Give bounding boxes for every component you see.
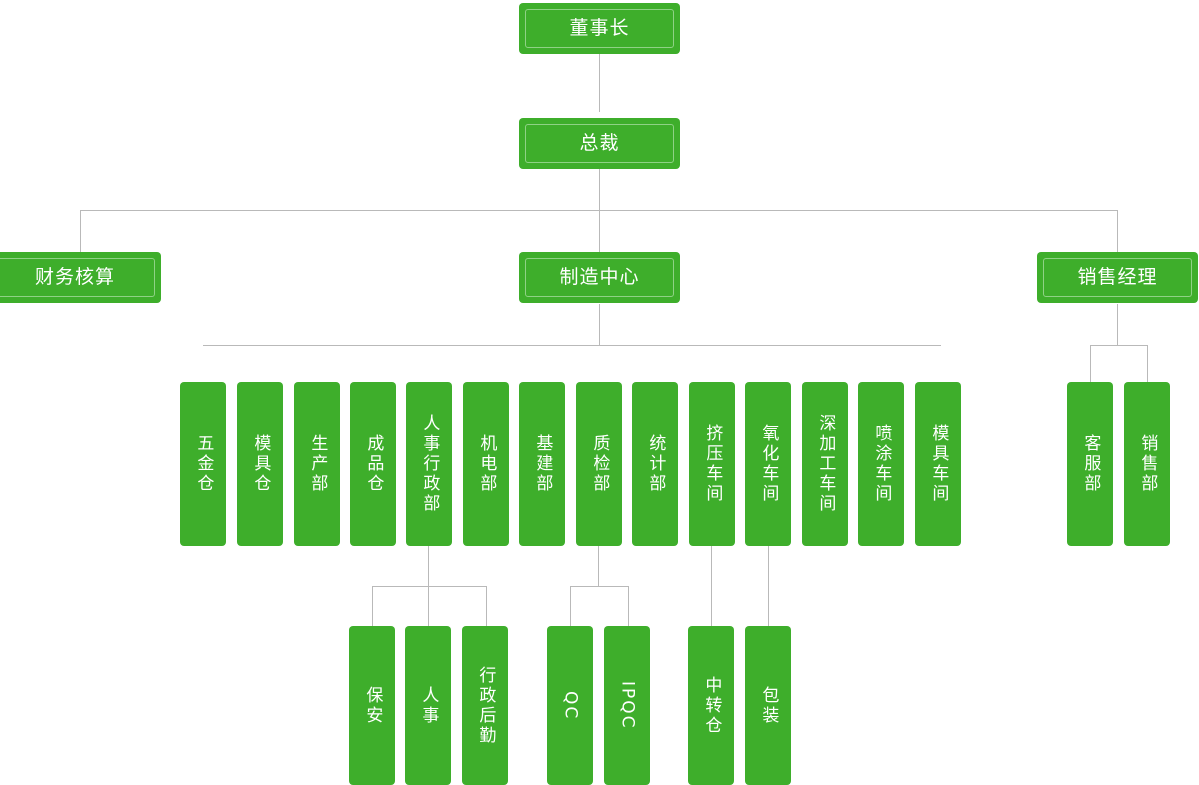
node-quality-dept[interactable]: 质检部: [576, 382, 622, 546]
node-production-dept[interactable]: 生产部: [294, 382, 340, 546]
connector-drop-ipqc: [628, 586, 629, 626]
connector-hr-admin-stem: [428, 546, 429, 586]
node-admin-logistics[interactable]: 行政后勤: [462, 626, 508, 785]
node-construction-dept-label: 基建部: [532, 434, 553, 494]
connector-sales-stem: [1117, 304, 1118, 345]
node-electromech-dept[interactable]: 机电部: [463, 382, 509, 546]
node-personnel-label: 人事: [418, 685, 439, 726]
node-security[interactable]: 保安: [349, 626, 395, 785]
connector-drop-qc: [570, 586, 571, 626]
node-mould-warehouse-label: 模具仓: [250, 434, 271, 494]
node-mould-workshop[interactable]: 模具车间: [915, 382, 961, 546]
node-hardware-warehouse-label: 五金仓: [193, 434, 214, 494]
node-sales-manager[interactable]: 销售经理: [1037, 252, 1198, 303]
node-finished-warehouse-label: 成品仓: [363, 434, 384, 494]
node-oxidation-workshop-label: 氧化车间: [758, 424, 779, 504]
node-chairman-label: 董事长: [569, 16, 630, 39]
node-production-dept-label: 生产部: [307, 434, 328, 494]
connector-drop-finance: [80, 210, 81, 252]
node-sales-manager-label: 销售经理: [1077, 265, 1158, 288]
connector-drop-security: [372, 586, 373, 626]
node-statistics-dept-label: 统计部: [645, 434, 666, 494]
connector-drop-sales: [1117, 210, 1118, 252]
node-deep-process-shop[interactable]: 深加工车间: [802, 382, 848, 546]
connector-chairman-president: [599, 54, 600, 112]
node-finance-label: 财务核算: [34, 265, 115, 288]
connector-hr-admin-bus: [372, 586, 486, 587]
node-sales-dept[interactable]: 销售部: [1124, 382, 1170, 546]
node-president[interactable]: 总裁: [519, 118, 680, 169]
node-personnel[interactable]: 人事: [405, 626, 451, 785]
node-qc[interactable]: QC: [547, 626, 593, 785]
node-hr-admin-dept-label: 人事行政部: [419, 414, 440, 514]
connector-drop-personnel: [428, 586, 429, 626]
node-quality-dept-label: 质检部: [589, 434, 610, 494]
connector-quality-bus: [570, 586, 628, 587]
node-transfer-warehouse-label: 中转仓: [701, 675, 722, 736]
node-sales-dept-label: 销售部: [1137, 434, 1158, 494]
node-mould-warehouse[interactable]: 模具仓: [237, 382, 283, 546]
connector-manufacturing-stem: [599, 304, 600, 345]
node-admin-logistics-label: 行政后勤: [475, 665, 496, 746]
node-coating-workshop[interactable]: 喷涂车间: [858, 382, 904, 546]
node-ipqc-label: IPQC: [617, 681, 638, 730]
node-manufacturing[interactable]: 制造中心: [519, 252, 680, 303]
connector-sales-bus: [1090, 345, 1147, 346]
node-finance[interactable]: 财务核算: [0, 252, 161, 303]
node-electromech-dept-label: 机电部: [476, 434, 497, 494]
node-extrusion-workshop[interactable]: 挤压车间: [689, 382, 735, 546]
connector-drop-sales-dept: [1147, 345, 1148, 382]
connector-quality-stem: [598, 546, 599, 586]
connector-drop-customer-service: [1090, 345, 1091, 382]
node-deep-process-shop-label: 深加工车间: [815, 414, 836, 514]
node-ipqc[interactable]: IPQC: [604, 626, 650, 785]
connector-manufacturing-bus: [203, 345, 941, 346]
node-customer-service-dept[interactable]: 客服部: [1067, 382, 1113, 546]
node-security-label: 保安: [362, 685, 383, 726]
node-finished-warehouse[interactable]: 成品仓: [350, 382, 396, 546]
node-hardware-warehouse[interactable]: 五金仓: [180, 382, 226, 546]
node-statistics-dept[interactable]: 统计部: [632, 382, 678, 546]
connector-extrusion-transfer: [711, 546, 712, 626]
node-chairman[interactable]: 董事长: [519, 3, 680, 54]
node-packaging[interactable]: 包装: [745, 626, 791, 785]
node-hr-admin-dept[interactable]: 人事行政部: [406, 382, 452, 546]
connector-oxidation-packaging: [768, 546, 769, 626]
node-president-label: 总裁: [579, 131, 620, 154]
node-transfer-warehouse[interactable]: 中转仓: [688, 626, 734, 785]
node-packaging-label: 包装: [758, 685, 779, 726]
node-extrusion-workshop-label: 挤压车间: [702, 424, 723, 504]
node-mould-workshop-label: 模具车间: [928, 424, 949, 504]
connector-drop-manufacturing: [599, 210, 600, 252]
node-coating-workshop-label: 喷涂车间: [871, 424, 892, 504]
node-manufacturing-label: 制造中心: [559, 265, 640, 288]
connector-president-stem: [599, 169, 600, 210]
node-qc-label: QC: [560, 690, 581, 721]
connector-drop-admin-logistics: [486, 586, 487, 626]
node-customer-service-dept-label: 客服部: [1080, 434, 1101, 494]
node-oxidation-workshop[interactable]: 氧化车间: [745, 382, 791, 546]
node-construction-dept[interactable]: 基建部: [519, 382, 565, 546]
